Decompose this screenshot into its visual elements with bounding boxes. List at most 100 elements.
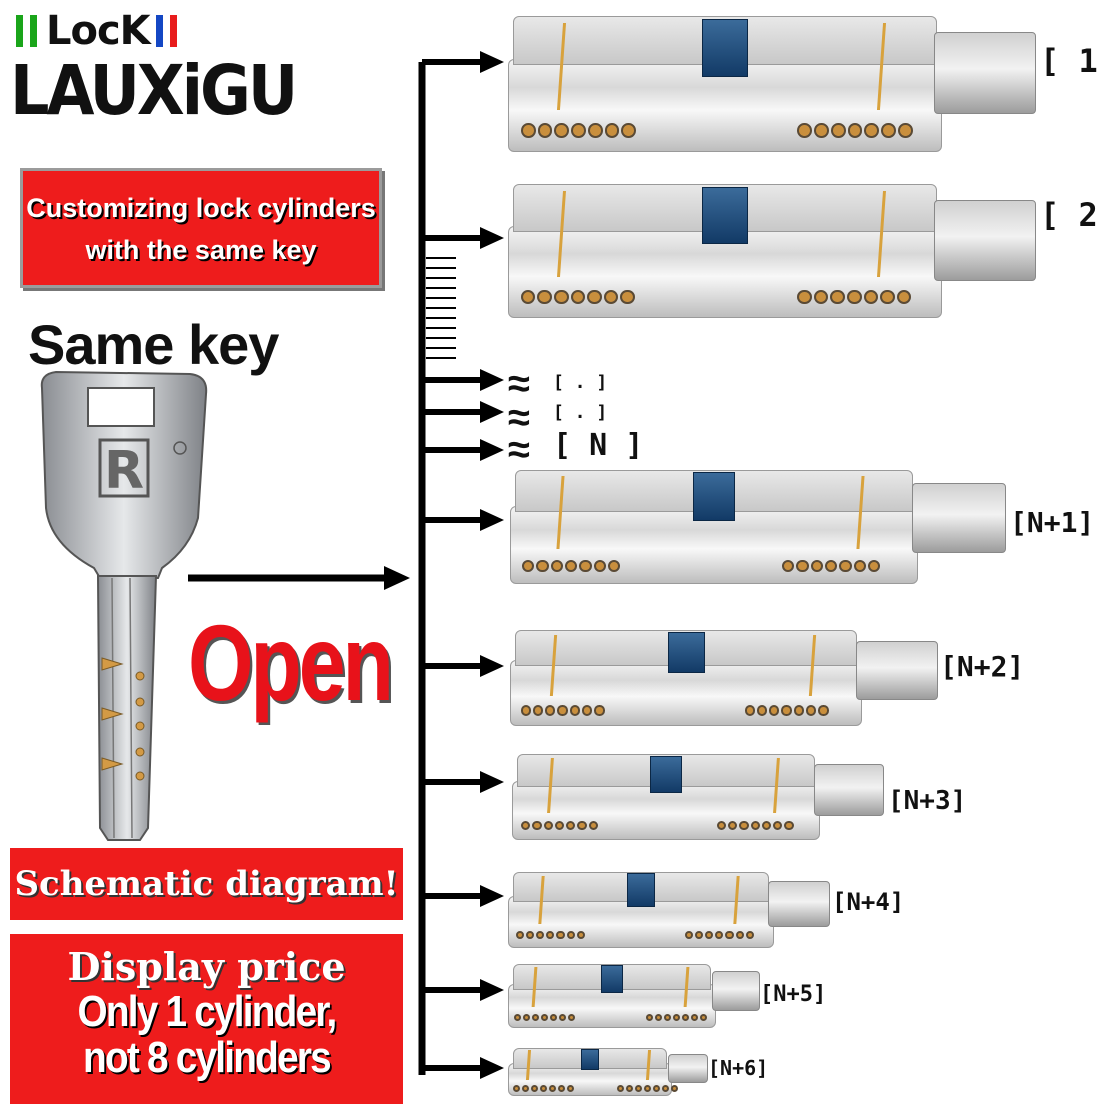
thumb-turn-knob (934, 199, 1036, 282)
pin-icon (705, 931, 714, 940)
pin-row (684, 931, 754, 940)
pin-icon (652, 1084, 660, 1092)
thumb-turn-knob (934, 32, 1036, 115)
thumb-turn-knob (668, 1053, 708, 1084)
gap-label-3: [ N ] (553, 428, 644, 463)
pin-row (512, 1084, 574, 1092)
pin-icon (587, 123, 603, 138)
customize-line-2: with the same key (85, 235, 317, 265)
cylinder-label: [N+4] (832, 888, 905, 916)
pin-icon (523, 1013, 531, 1021)
branch-arrowhead-icon (480, 885, 504, 907)
pin-icon (810, 559, 823, 572)
approx-symbol-3: ≈ (508, 428, 530, 472)
svg-text:R: R (104, 441, 144, 501)
pin-icon (744, 705, 755, 716)
pin-icon (568, 1013, 576, 1021)
pin-icon (620, 289, 635, 305)
pin-icon (773, 821, 783, 831)
pin-icon (728, 821, 738, 831)
flag-green-bar-2 (30, 15, 37, 47)
pin-row (717, 821, 794, 831)
pin-icon (818, 705, 829, 716)
pin-icon (717, 821, 727, 831)
pin-row (797, 123, 913, 138)
pin-icon (813, 289, 829, 305)
pin-icon (554, 123, 570, 138)
pin-icon (797, 289, 812, 305)
cylinder-label: [N+6] (708, 1056, 769, 1080)
cam-icon (649, 755, 683, 793)
pin-icon (536, 559, 549, 572)
pin-icon (532, 821, 542, 831)
branch-arrowhead-icon (480, 369, 504, 391)
pin-icon (521, 1084, 529, 1092)
pin-icon (550, 1013, 558, 1021)
pin-icon (750, 821, 760, 831)
pin-icon (537, 123, 553, 138)
pin-icon (643, 1084, 651, 1092)
pin-icon (673, 1013, 681, 1021)
thumb-turn-knob (912, 483, 1006, 553)
branch-arrowhead-icon (480, 51, 504, 73)
cylinder-label: [N+3] (888, 786, 967, 816)
pin-icon (569, 705, 581, 716)
cam-icon (702, 18, 748, 77)
customize-banner: Customizing lock cylinders with the same… (20, 168, 382, 288)
pin-icon (769, 705, 780, 716)
branch-arrowhead-icon (480, 439, 504, 461)
gap-label-1: [ . ] (553, 372, 608, 393)
pin-icon (532, 705, 544, 716)
cam-icon (667, 631, 705, 674)
pin-icon (536, 931, 545, 940)
pin-icon (520, 289, 536, 305)
pin-icon (896, 289, 912, 305)
pin-row (520, 705, 605, 716)
lock-cylinder (508, 872, 830, 948)
pin-icon (684, 931, 693, 940)
pin-icon (745, 931, 754, 940)
brand-logo-main: LAUXiGU (10, 50, 298, 131)
lock-cylinder (508, 1048, 708, 1096)
pin-icon (570, 289, 586, 305)
branch-arrowhead-icon (480, 655, 504, 677)
pin-icon (839, 559, 852, 572)
pin-row (616, 1084, 678, 1092)
pin-icon (784, 821, 794, 831)
pin-icon (515, 931, 525, 940)
thumb-turn-knob (768, 880, 830, 928)
pin-icon (867, 559, 881, 572)
thumb-turn-knob (856, 641, 938, 700)
cylinder-label: [ 1 ] (1040, 42, 1118, 80)
lock-cylinder (508, 184, 1036, 318)
pin-row (514, 1013, 576, 1021)
same-key-label: Same key (28, 313, 279, 376)
pin-icon (553, 289, 569, 305)
pin-icon (576, 931, 585, 940)
pin-icon (539, 1084, 547, 1092)
cylinder-label: [ 2 ] (1040, 196, 1118, 234)
pin-icon (520, 705, 531, 716)
pin-icon (587, 289, 602, 305)
pin-icon (543, 821, 553, 831)
pin-icon (616, 1084, 624, 1092)
pin-icon (664, 1013, 672, 1021)
pin-icon (608, 559, 621, 572)
cam-icon (626, 873, 656, 907)
pin-icon (556, 931, 565, 940)
customize-line-1: Customizing lock cylinders (26, 193, 376, 223)
pin-icon (537, 289, 552, 305)
pin-icon (682, 1013, 690, 1021)
lock-cylinder (508, 16, 1036, 152)
pin-icon (512, 1084, 520, 1092)
pin-icon (695, 931, 704, 940)
pin-icon (550, 559, 564, 572)
pin-icon (725, 931, 734, 940)
lock-cylinder (508, 964, 760, 1028)
pin-icon (566, 931, 575, 940)
pin-icon (571, 123, 586, 138)
cam-icon (702, 186, 748, 245)
pin-icon (806, 705, 817, 716)
pin-icon (526, 931, 535, 940)
pin-icon (557, 705, 568, 716)
